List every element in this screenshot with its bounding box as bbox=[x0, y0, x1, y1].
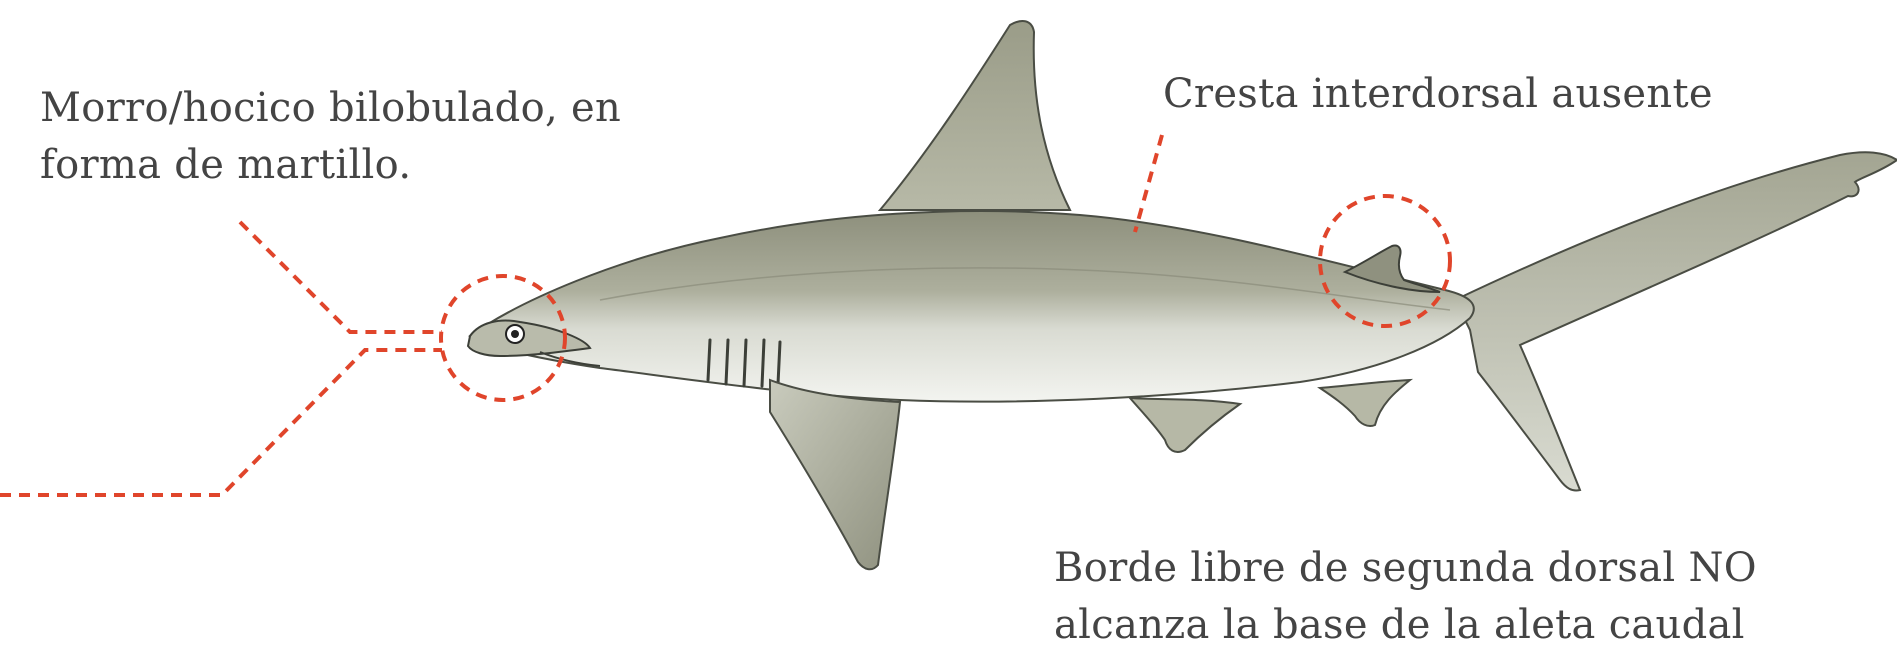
borde-label-line2: alcanza la base de la aleta caudal bbox=[1054, 597, 1757, 654]
borde-label-line1: Borde libre de segunda dorsal NO bbox=[1054, 540, 1757, 597]
hocico-label: Morro/hocico bilobulado, en forma de mar… bbox=[40, 80, 621, 194]
shark-body bbox=[470, 211, 1474, 402]
pectoral-fin bbox=[770, 380, 900, 569]
cresta-label-text: Cresta interdorsal ausente bbox=[1163, 66, 1713, 123]
cresta-annotation-line bbox=[1135, 135, 1162, 232]
pelvic-fin bbox=[1130, 398, 1240, 452]
hocico-annotation-lines bbox=[0, 222, 442, 495]
anal-fin bbox=[1320, 380, 1410, 426]
hocico-label-line2: forma de martillo. bbox=[40, 137, 621, 194]
hocico-label-line1: Morro/hocico bilobulado, en bbox=[40, 80, 621, 137]
shark-pupil bbox=[511, 330, 519, 338]
first-dorsal-fin bbox=[880, 21, 1070, 210]
borde-label: Borde libre de segunda dorsal NO alcanza… bbox=[1054, 540, 1757, 654]
caudal-fin bbox=[1455, 152, 1897, 490]
cresta-label: Cresta interdorsal ausente bbox=[1163, 66, 1713, 123]
